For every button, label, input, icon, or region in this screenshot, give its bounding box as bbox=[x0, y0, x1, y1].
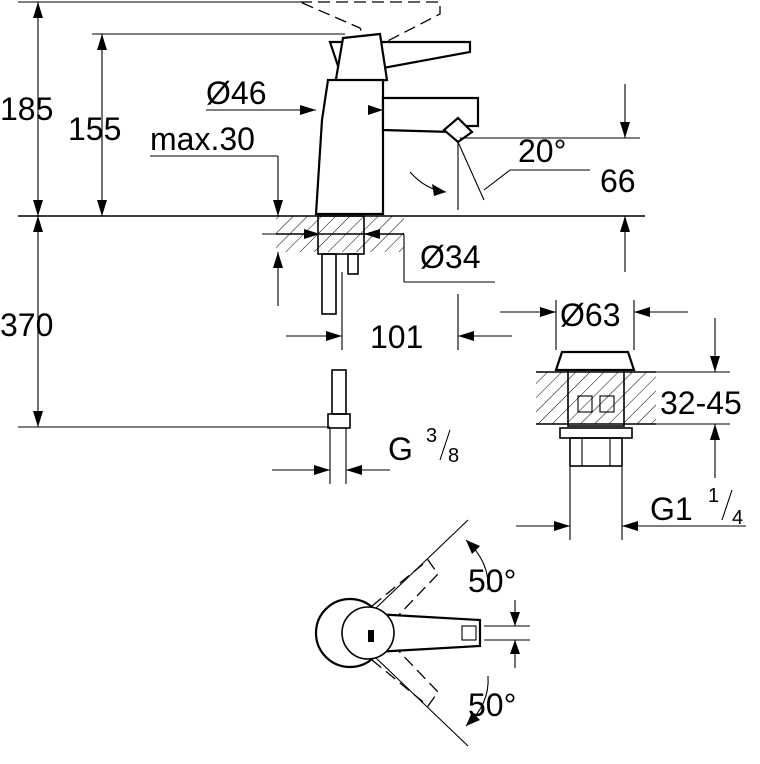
label-50-degrees-bottom: 50° bbox=[468, 687, 516, 723]
aerator bbox=[442, 116, 474, 144]
supply-hose bbox=[321, 253, 337, 315]
label-32-45: 32-45 bbox=[660, 385, 742, 421]
faucet-body bbox=[314, 78, 385, 216]
waste-plug bbox=[554, 350, 636, 372]
label-diameter-46: Ø46 bbox=[206, 75, 266, 111]
lever-hub bbox=[333, 32, 389, 87]
faucet-side-view bbox=[18, 1, 645, 315]
dimension-labels: 185 155 Ø46 max.30 20° 66 Ø34 370 101 Ø6… bbox=[0, 75, 743, 723]
label-370: 370 bbox=[0, 307, 53, 343]
label-20-degrees: 20° bbox=[518, 133, 566, 169]
label-185: 185 bbox=[0, 91, 53, 127]
label-diameter-63: Ø63 bbox=[560, 297, 620, 333]
label-66: 66 bbox=[600, 163, 636, 199]
svg-text:G1: G1 bbox=[650, 491, 693, 527]
label-g1-1-4: G1 1 4 bbox=[650, 485, 743, 529]
deck-hatch-upper bbox=[276, 216, 404, 234]
label-50-degrees-top: 50° bbox=[468, 563, 516, 599]
dimension-lines-right bbox=[262, 84, 640, 350]
dimension-lines-left bbox=[18, 2, 383, 428]
svg-text:1: 1 bbox=[708, 485, 719, 507]
label-diameter-34: Ø34 bbox=[420, 239, 480, 275]
popup-waste bbox=[500, 300, 746, 540]
lever-raised-outline bbox=[299, 1, 441, 51]
svg-text:8: 8 bbox=[448, 445, 459, 467]
svg-text:3: 3 bbox=[426, 425, 437, 447]
hose-connection bbox=[272, 369, 390, 484]
label-155: 155 bbox=[68, 111, 121, 147]
svg-text:G: G bbox=[388, 431, 413, 467]
svg-text:4: 4 bbox=[732, 507, 743, 529]
waste-body bbox=[567, 369, 625, 427]
label-101: 101 bbox=[370, 319, 423, 355]
mounting-nut bbox=[317, 215, 365, 255]
lever-top-view bbox=[314, 519, 530, 747]
label-max-30: max.30 bbox=[150, 121, 255, 157]
deck-hatch-lower bbox=[276, 234, 404, 252]
label-g-3-8: G 3 8 bbox=[388, 425, 459, 467]
threaded-rod bbox=[347, 253, 359, 275]
